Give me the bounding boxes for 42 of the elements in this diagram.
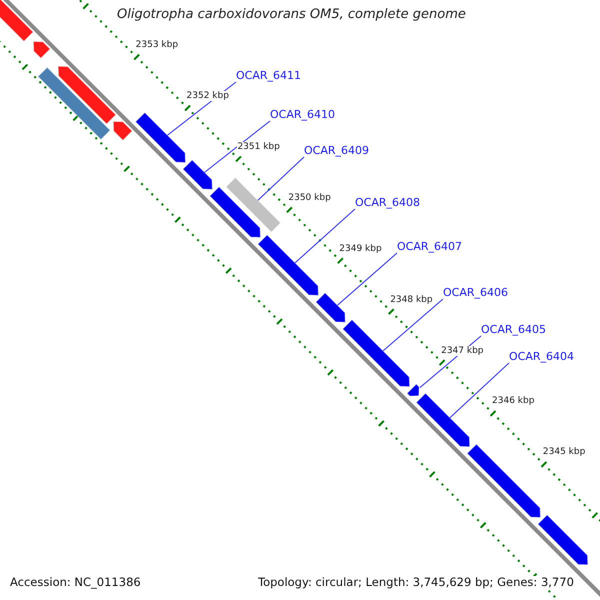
- gene-feature: [466, 444, 541, 518]
- scale-tick-label: 2347 kbp: [441, 346, 484, 356]
- gene-label: OCAR_6407: [397, 241, 462, 254]
- scale-tick-label: 2345 kbp: [542, 447, 586, 458]
- gene-label: OCAR_6406: [443, 287, 508, 300]
- gene-feature: [257, 234, 319, 296]
- gene-feature: [209, 186, 261, 238]
- scale-tick-label: 2351 kbp: [237, 142, 280, 152]
- gene-label: OCAR_6405: [481, 324, 546, 337]
- gene-feature: [182, 159, 213, 190]
- gene-feature: [112, 120, 133, 141]
- leader-line: [382, 298, 444, 352]
- gene-feature: [134, 112, 186, 163]
- scale-tick-label: 2352 kbp: [186, 91, 229, 102]
- accession-text: Accession: NC_011386: [10, 576, 141, 590]
- gene-feature: [58, 66, 116, 125]
- gene-feature: [416, 392, 470, 448]
- gene-feature: [32, 41, 51, 59]
- scale-tick-label: 2353 kbp: [136, 40, 178, 50]
- gene-feature: [537, 514, 588, 566]
- gene-label: OCAR_6408: [355, 197, 420, 210]
- gene-feature: [406, 383, 420, 397]
- leader-line: [449, 362, 510, 418]
- leader-line: [294, 208, 356, 264]
- gene-label: OCAR_6410: [270, 109, 336, 122]
- gene-label: OCAR_6411: [236, 70, 302, 83]
- scale-tick-label: 2348 kbp: [390, 294, 433, 305]
- scale-tick-label: 2349 kbp: [339, 244, 382, 254]
- scale-tick-label: 2346 kbp: [492, 396, 534, 407]
- scale-tick-label: 2350 kbp: [288, 192, 331, 204]
- genome-summary-text: Topology: circular; Length: 3,745,629 bp; Genes: 3,770: [258, 576, 574, 590]
- gene-feature: [315, 292, 346, 323]
- gene-label: OCAR_6409: [304, 145, 370, 158]
- gene-feature: [342, 319, 410, 388]
- leader-line: [257, 156, 304, 201]
- leader-line: [204, 120, 270, 173]
- leader-line: [336, 252, 398, 306]
- gene-bar: [37, 66, 111, 140]
- gene-label: OCAR_6404: [509, 351, 574, 364]
- gene-bar: [225, 176, 282, 233]
- diagram-title: Oligotropha carboxidovorans OM5, complete genome: [117, 8, 466, 23]
- gene-feature: [0, 0, 34, 42]
